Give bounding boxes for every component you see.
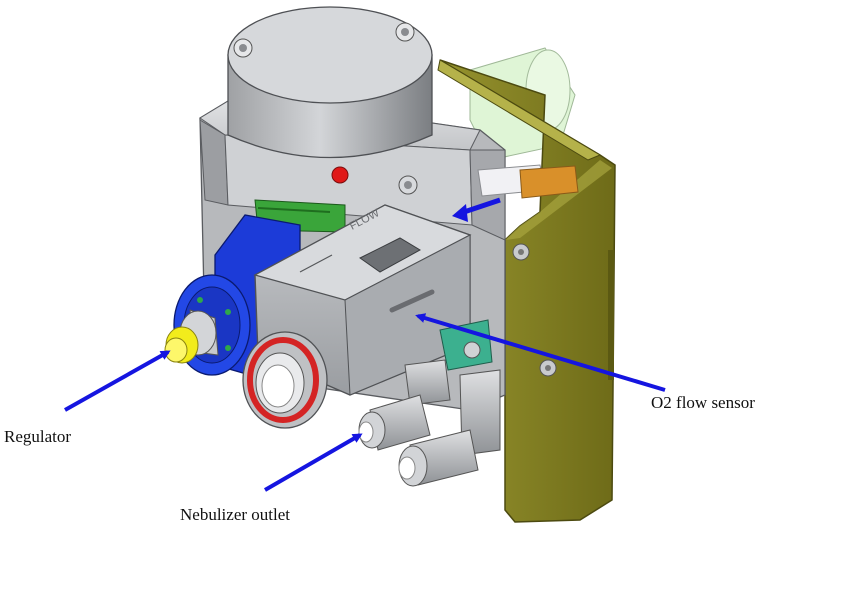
connector-strip [477,164,579,199]
outlet-port [242,331,328,429]
regulator-label: Regulator [4,427,72,446]
regulator-arrow [64,350,171,412]
nebulizer-arrow [263,433,363,492]
flow-direction-arrow [452,197,501,222]
red-indicator [331,166,349,184]
nebulizer-fittings [358,359,501,487]
o2-sensor-arrow [415,313,666,392]
nebulizer-outlet-label: Nebulizer outlet [180,505,290,524]
cylinder-cap [227,6,433,159]
flow-sensor-housing: FLOW [253,204,472,396]
mount-screw [463,341,481,359]
o2-flow-sensor-label: O2 flow sensor [651,393,755,412]
regulator-fitting [164,309,219,364]
